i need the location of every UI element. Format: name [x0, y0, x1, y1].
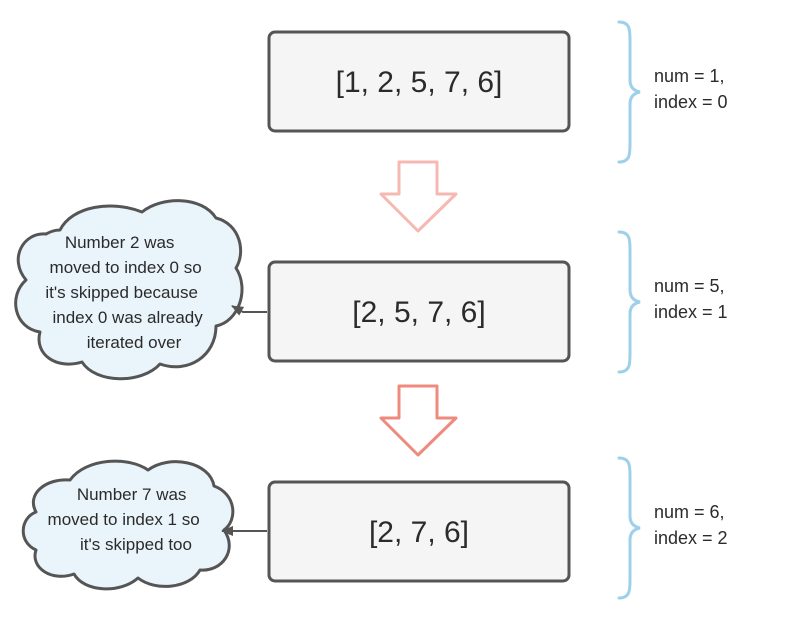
note-2-line-3: it's skipped too: [80, 535, 192, 554]
step-3: [2, 7, 6] num = 6, index = 2 Number 7 wa…: [21, 456, 730, 600]
array-label-2: [2, 5, 7, 6]: [352, 296, 485, 329]
state-index-1: index = 0: [654, 92, 728, 112]
note-1-line-5: iterated over: [87, 333, 182, 352]
note-2-line-1: Number 7 was: [77, 485, 187, 504]
step-1: [1, 2, 5, 7, 6] num = 1, index = 0: [267, 20, 730, 164]
state-label-1: num = 1, index = 0: [654, 66, 730, 112]
state-index-3: index = 2: [654, 528, 728, 548]
note-2-line-2: moved to index 1 so: [48, 510, 200, 529]
array-label-1: [1, 2, 5, 7, 6]: [336, 66, 503, 99]
note-text-1: Number 2 was moved to index 0 so it's sk…: [45, 233, 207, 352]
down-arrow-2: [379, 384, 458, 457]
array-label-3: [2, 7, 6]: [369, 516, 469, 549]
state-label-3: num = 6, index = 2: [654, 502, 730, 548]
state-num-3: num = 6,: [654, 502, 725, 522]
down-arrow-1: [379, 160, 458, 233]
note-cloud-2: [21, 459, 235, 591]
note-1-line-3: it's skipped because: [45, 283, 198, 302]
note-1-line-2: moved to index 0 so: [50, 258, 202, 277]
note-1-line-4: index 0 was already: [53, 308, 204, 327]
brace-1: [617, 20, 641, 164]
note-1-line-1: Number 2 was: [65, 233, 175, 252]
note-text-2: Number 7 was moved to index 1 so it's sk…: [48, 485, 205, 554]
step-2: [2, 5, 7, 6] num = 5, index = 1 Number 2…: [14, 199, 730, 381]
brace-2: [617, 230, 641, 374]
state-index-2: index = 1: [654, 302, 728, 322]
note-connector-1: [231, 305, 267, 316]
array-box-1: [267, 30, 571, 133]
array-box-3: [267, 480, 571, 583]
state-label-2: num = 5, index = 1: [654, 276, 730, 322]
note-cloud-1: [14, 199, 244, 381]
brace-3: [617, 456, 641, 600]
state-num-1: num = 1,: [654, 66, 725, 86]
state-num-2: num = 5,: [654, 276, 725, 296]
array-box-2: [267, 260, 571, 363]
